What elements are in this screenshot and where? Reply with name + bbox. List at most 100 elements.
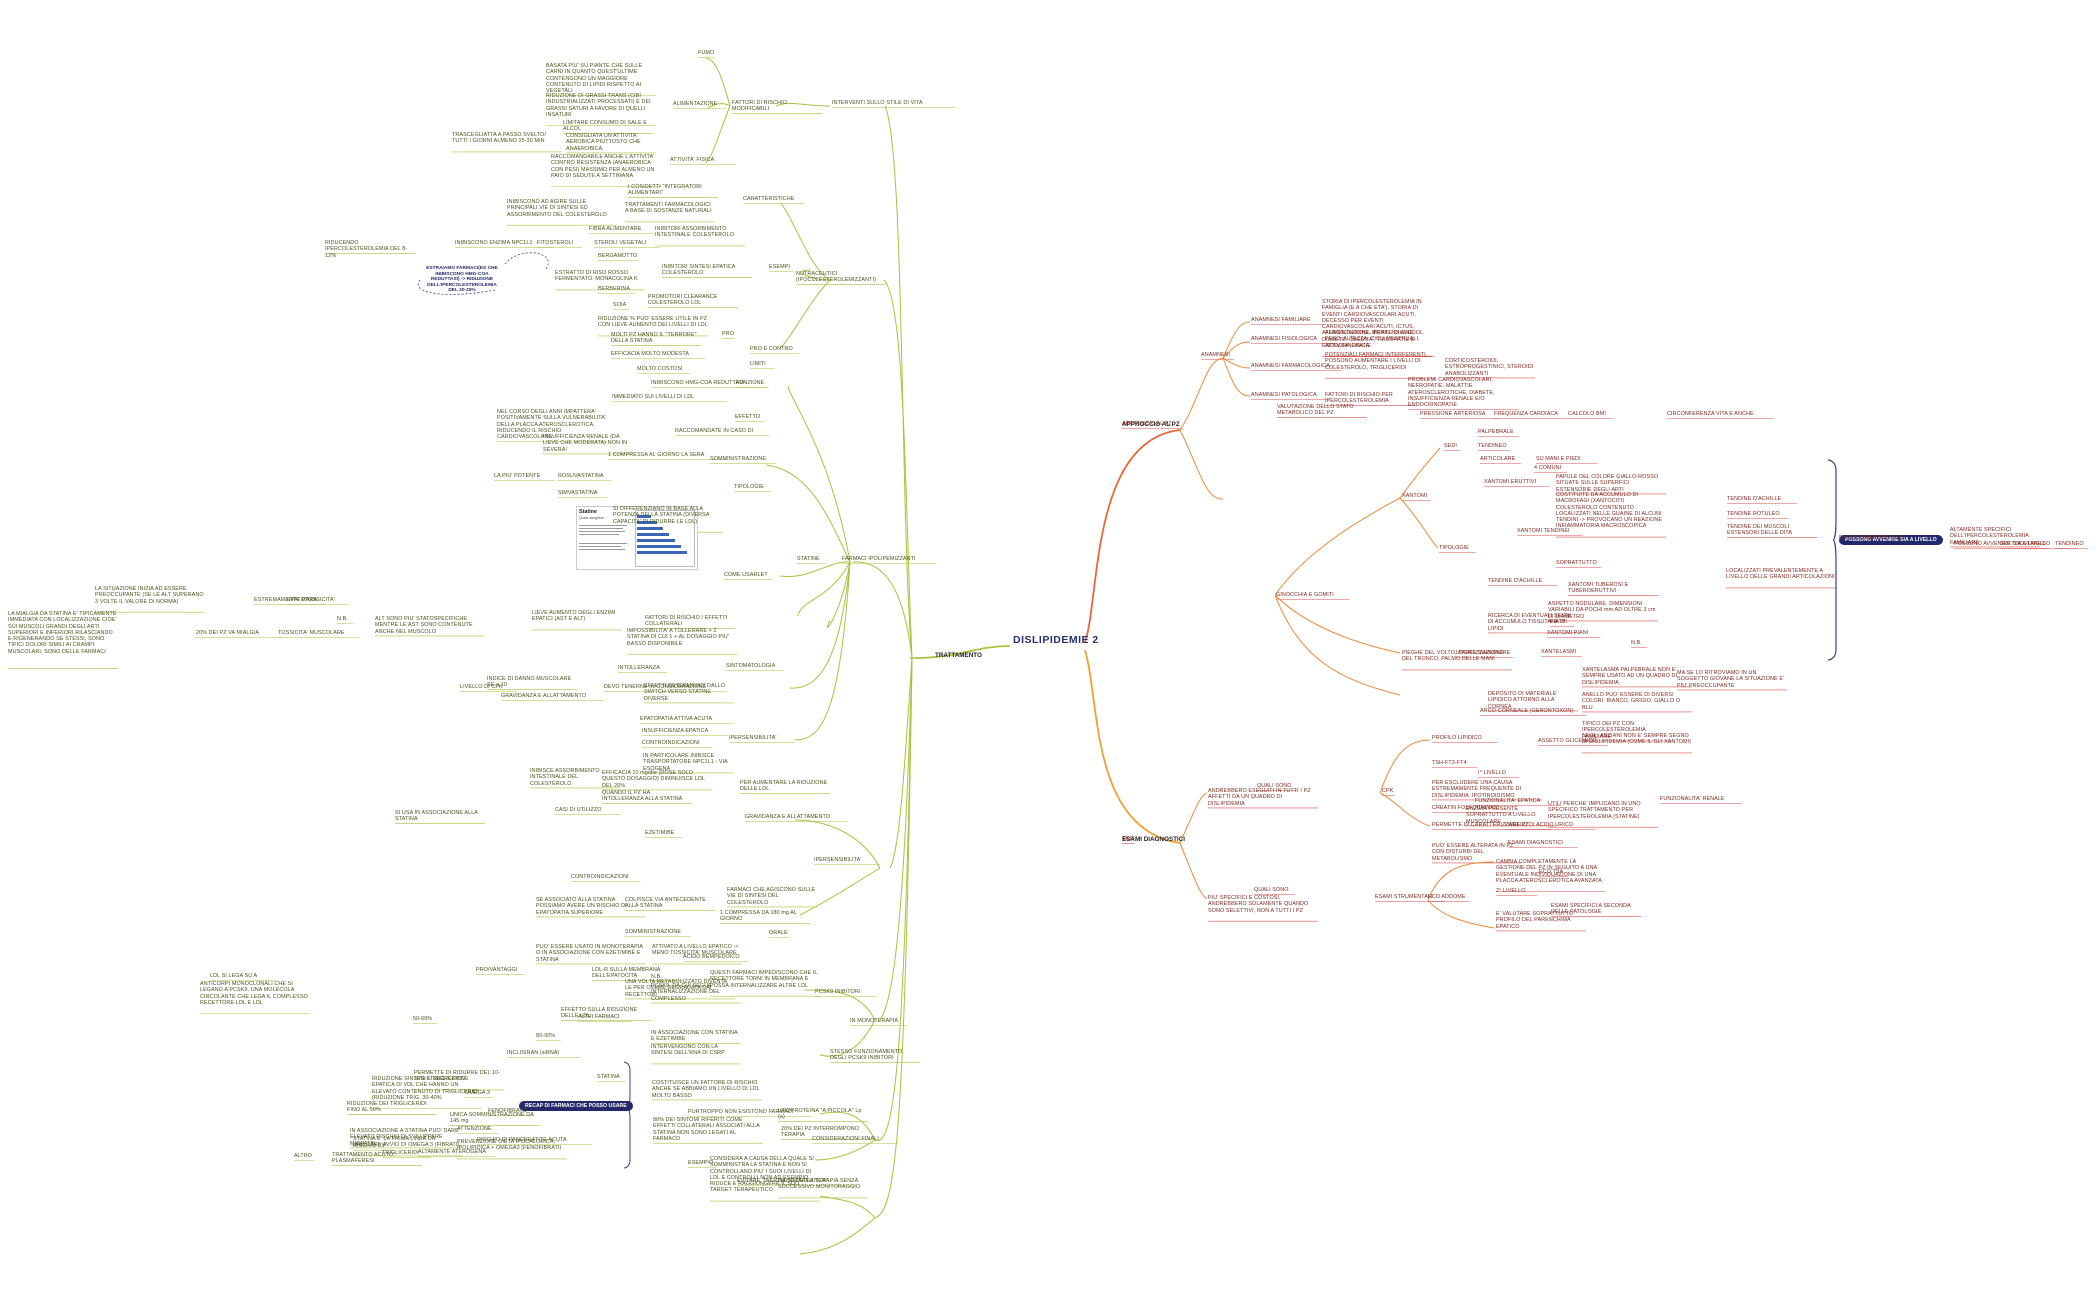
right-node[interactable]: TENDINE ROTULEO xyxy=(1727,511,1780,517)
left-node[interactable]: ESEMPI xyxy=(769,264,790,270)
left-node[interactable]: LIPOPROTEINA "A PICCOLA" Lp (a) xyxy=(778,1108,862,1121)
left-node[interactable]: INIBITORI SINTESI EPATICA COLESTEROLO xyxy=(662,264,736,277)
left-node[interactable]: BASATA PIU' SU PIANTE CHE SULLE CARNI IN… xyxy=(546,63,643,95)
right-node[interactable]: FUNZIONALITA' EPATICA xyxy=(1475,798,1541,804)
left-node[interactable]: ALTRI FARMACI xyxy=(578,1014,620,1020)
left-node[interactable]: FIBRA ALIMENTARE xyxy=(589,226,642,232)
right-node[interactable]: VALUTAZIONE DELLO STATO METABOLICO DEL P… xyxy=(1277,404,1354,417)
right-node[interactable]: PIEGHE DEL VOLTO, PARTE SUPERIORE DEL TR… xyxy=(1402,650,1511,663)
left-node[interactable]: IN PARTICOLARE INIBISCE TRASPORTATORE NP… xyxy=(643,753,728,772)
left-node[interactable]: PRO/VANTAGGI xyxy=(476,967,518,973)
left-node[interactable]: EFFICACIA 10 mg/die (DOSE SOLO QUESTO DO… xyxy=(602,770,705,789)
left-node[interactable]: 80-90% xyxy=(536,1033,556,1039)
right-node[interactable]: CPK xyxy=(1382,788,1394,794)
right-node[interactable]: FATTORI DI RISCHIO PER IPERCOLESTEROLEMI… xyxy=(1325,392,1393,405)
right-node[interactable]: SEDI xyxy=(1444,443,1457,449)
left-node[interactable]: INIBISCE ASSORBIMENTO INTESTINALE DEL CO… xyxy=(530,768,600,787)
left-node[interactable]: IN ASSOCIAZIONE CON STATINA E EZETIMIBE xyxy=(651,1030,738,1043)
left-node[interactable]: PER AUMENTARE LA RIDUZIONE DELLE LDL xyxy=(740,780,828,793)
right-node[interactable]: XANTOMI PIANI xyxy=(1547,630,1589,636)
left-node[interactable]: I COSIDETTI "INTEGRATORI ALIMENTARI" xyxy=(628,184,702,197)
right-node[interactable]: ESAMI SPECIFICI A SECONDA DELLE PATOLOGI… xyxy=(1551,903,1631,916)
left-node[interactable]: LIMITARE CONSUMO DI SALE E ALCOL xyxy=(563,120,647,133)
right-node[interactable]: PERMETTE DI CARATTERIZZARE PZ xyxy=(1432,822,1529,828)
right-node[interactable]: STORIA DI IPERCOLESTEROLEMIA IN FAMIGLIA… xyxy=(1322,299,1422,350)
right-node[interactable]: N.B. xyxy=(1631,640,1642,646)
left-node[interactable]: ALT SONO PIU' STATOSPECIFICHE MENTRE LE … xyxy=(375,616,473,635)
right-node[interactable]: PUO' ESSERE ALTERATA IN PZ CON DISTURBI … xyxy=(1432,843,1514,862)
left-node[interactable]: PERMETTE DI RIDURRE DEL 10-30% I TRIGLIC… xyxy=(414,1070,501,1083)
left-node[interactable]: EZETIMIBE xyxy=(645,830,675,836)
right-node[interactable]: DEPOSITO DI MATERIALE LIPIDICO ATTORNO A… xyxy=(1488,691,1557,710)
left-node[interactable]: MOLTI PZ HANNO IL "TERRORE" DELLA STATIN… xyxy=(611,332,697,345)
left-node[interactable]: COME USARLE? xyxy=(724,572,768,578)
branch-esami[interactable]: ESAMI DIAGNOSTICI xyxy=(1122,836,1185,843)
left-node[interactable]: RIDUZIONE DI GRASSI TRANS (CIBI INDUSTRI… xyxy=(546,93,651,118)
right-node[interactable]: ECO TSA xyxy=(1539,869,1564,875)
right-node[interactable]: PAPULE DEL COLORE GIALLO-ROSSO SITUATE S… xyxy=(1556,474,1659,493)
left-node[interactable]: TOSSICITA' MUSCOLARE xyxy=(278,630,345,636)
right-node[interactable]: XANTOMI ERUTTIVI xyxy=(1484,479,1537,485)
left-node[interactable]: TRATTAMENTI FARMACOLOGICI A BASE DI SOST… xyxy=(625,202,712,215)
right-node[interactable]: XANTOMI xyxy=(1402,493,1428,499)
left-node[interactable]: RACCOMANDABILE ANCHE L'ATTIVITA' CONTRO … xyxy=(551,154,655,179)
left-node[interactable]: LDL SI LEGA SU A xyxy=(210,973,258,979)
left-node[interactable]: QUANDO IL PZ HA INTOLLERANZA ALLA STATIN… xyxy=(602,790,683,803)
left-node[interactable]: CASI DI UTILIZZO xyxy=(555,807,602,813)
right-node[interactable]: TENDINE DEI MUSCOLI ESTENSORI DELLE DITA xyxy=(1727,524,1793,537)
left-node[interactable]: IN ASSOCIAZIONE A STATINA PUO' DARE ELEV… xyxy=(350,1128,459,1147)
right-node[interactable]: TENDINE D'ACHILLE xyxy=(1488,578,1543,584)
right-node[interactable]: PER ESCLUDERE UNA CAUSA ESTREMAMENTE FRE… xyxy=(1432,780,1522,799)
left-node[interactable]: LA PIU' POTENTE xyxy=(494,473,541,479)
right-node[interactable]: ECG xyxy=(1122,836,1134,842)
left-node[interactable]: COSTITUISCE UN FATTORE DI RISCHIO ANCHE … xyxy=(652,1080,760,1099)
left-node[interactable]: INSUFFICIENZA EPATICA xyxy=(642,728,709,734)
left-node[interactable]: TIPOLOGIE xyxy=(734,484,764,490)
left-node[interactable]: INTERVENTI SULLO STILE DI VITA xyxy=(832,100,923,106)
left-node[interactable]: GRAVIDANZA E ALLATTAMENTO xyxy=(745,814,831,820)
left-node[interactable]: RACCOMANDATE IN CASO DI xyxy=(675,428,754,434)
left-node[interactable]: INIBISCONO ENZIMA NPC1L1 xyxy=(455,240,533,246)
left-node[interactable]: ESTRATTO DI RISO ROSSO FERMENTATO: MONAC… xyxy=(555,270,638,283)
right-node[interactable]: FUNZIONALITA' RENALE xyxy=(1660,796,1725,802)
left-node[interactable]: CONSIDERA A CAUSA DELLA QUALE SI SOMMINI… xyxy=(710,1156,814,1194)
right-node[interactable]: TENDINEO xyxy=(2055,541,2084,547)
left-node[interactable]: QUESTI FARMACI IMPEDISCONO CHE IL RECETT… xyxy=(710,970,818,989)
right-node[interactable]: CORTICOSTEROIDI, ESTROPROGESTINICI, STER… xyxy=(1445,358,1534,377)
right-node[interactable]: ANDREBBERO ESEGUITI IN TUTTI I PZ AFFETT… xyxy=(1208,788,1311,807)
right-node[interactable]: NEGLI ANZIANI NON E' SEMPRE SEGNO DI DIS… xyxy=(1582,733,1692,746)
pill-livello[interactable]: POSSONO AVVENIRE SIA A LIVELLO xyxy=(1839,535,1943,545)
left-node[interactable]: IMPOSSIBILITA' A TOLLERARE > 2 STATINA D… xyxy=(627,628,729,647)
left-node[interactable]: UNA VOLTA METABOLIZZATO DIVENTA LE PER O… xyxy=(625,979,727,998)
right-node[interactable]: CALCOLO BMI xyxy=(1568,411,1606,417)
central-topic[interactable]: DISLIPIDEMIE 2 xyxy=(1013,634,1099,646)
left-node[interactable]: ACIDO BEMPEDOICO xyxy=(683,954,740,960)
right-node[interactable]: APPROCCIO AL PZ xyxy=(1122,421,1172,427)
left-node[interactable]: STEROLI VEGETALI xyxy=(594,240,647,246)
left-node[interactable]: CONSIGLIATA UN'ATTIVITA' AEROBICA PIUTTO… xyxy=(566,133,641,152)
right-node[interactable]: 2° LIVELLO xyxy=(1496,888,1526,894)
left-node[interactable]: TRIGLICERIDI xyxy=(382,1150,419,1156)
left-node[interactable]: RIDUZIONE DEI TRIGLICERIDI FINO AL 50% xyxy=(347,1101,427,1114)
left-node[interactable]: EFFETTI DETERMINATI DALLO SWITCH VERSO S… xyxy=(644,683,726,702)
right-node[interactable]: ANAMNESI FISIOLOGICA xyxy=(1251,336,1318,342)
right-node[interactable]: LIVELLO DI ACIDO URICO xyxy=(1505,822,1574,828)
right-node[interactable]: CAMBIA COMPLETAMENTE LA GESTIONE DEL PZ … xyxy=(1496,859,1602,884)
left-node[interactable]: SOMMINISTRAZIONE xyxy=(710,456,767,462)
right-node[interactable]: ESAMI DIAGNOSTICI xyxy=(1508,840,1564,846)
right-node[interactable]: PRESSIONE ARTERIOSA xyxy=(1420,411,1486,417)
right-node[interactable]: TIPOLOGIE xyxy=(1439,545,1469,551)
right-node[interactable]: GINOCCHIA E GOMITI xyxy=(1276,592,1334,598)
left-node[interactable]: SI DIFFERENZIANO IN BASE ALLA POTENZA DE… xyxy=(613,506,710,525)
left-node[interactable]: ANTICORPI MONOCLONALI CHE SI LEGANO A PC… xyxy=(200,981,308,1006)
left-node[interactable]: STATINA E' LA PRIMA LINEA DA VALUTARE AV… xyxy=(353,1136,460,1149)
left-node[interactable]: ALIMENTAZIONE xyxy=(673,101,718,107)
right-node[interactable]: SU MANI E PIEDI xyxy=(1536,456,1581,462)
left-node[interactable]: PCSK9 INIBITORI xyxy=(815,989,861,995)
right-node[interactable]: TENDINE D'ACHILLE xyxy=(1727,496,1782,502)
right-node[interactable]: ANAMNESI FARMACOLOGICA xyxy=(1251,363,1330,369)
left-node[interactable]: LIEVE AUMENTO DEGLI ENZIMI EPATICI (AST … xyxy=(532,610,616,623)
right-node[interactable]: I° LIVELLO xyxy=(1478,770,1507,776)
right-node[interactable]: ANELLO PUO' ESSERE DI DIVERSI COLORI: BI… xyxy=(1582,692,1681,711)
left-node[interactable]: IMMEDIATO SUI LIVELLI DI LDL xyxy=(612,394,695,400)
